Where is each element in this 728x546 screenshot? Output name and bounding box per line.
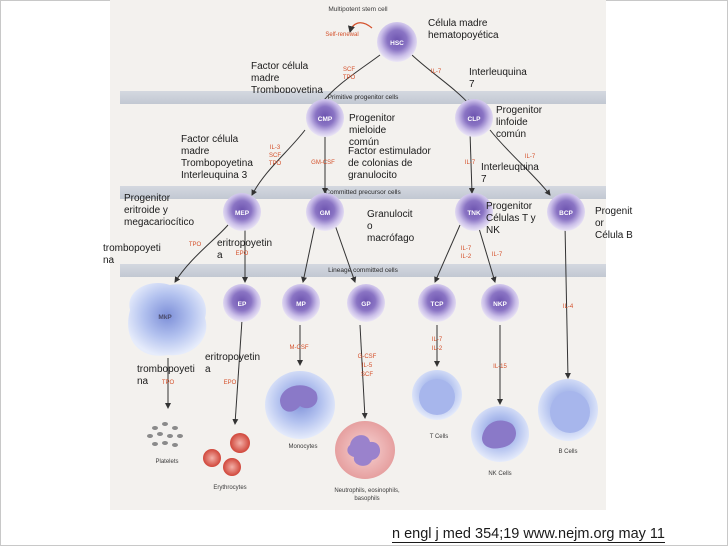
cell-hsc (377, 22, 417, 62)
caption-platelets: Platelets (155, 459, 178, 465)
nk-cell (471, 406, 529, 462)
cell-gm (306, 193, 344, 231)
cell-mep (223, 193, 261, 231)
progenitor-cells: HSC CMP CLP MEP GM TNK BCP MkP EP MP GP … (128, 22, 585, 356)
factor-tpo-d: TPO (162, 380, 175, 386)
cytokine-labels: SCF TPO IL-7 IL-3 SCF TPO GM-CSF IL-7 IL… (162, 67, 574, 386)
platelets (147, 422, 183, 447)
factor-tpo: TPO (343, 75, 356, 81)
band-primitive: Primitive progenitor cells (120, 91, 606, 104)
factor-il7-e: IL-7 (461, 246, 472, 252)
cell-label-gm: GM (320, 210, 330, 217)
caption-bcells: B Cells (558, 449, 577, 455)
factor-tpo-b: TPO (269, 161, 282, 167)
cell-megakaryocyte (128, 282, 207, 356)
cell-label-nkp: NKP (493, 301, 507, 308)
factor-gcsf: G-CSF (358, 354, 377, 360)
factor-il7-c: IL-7 (525, 154, 536, 160)
factor-il2-a: IL-2 (461, 254, 472, 260)
cell-label-gp: GP (361, 301, 371, 308)
factor-il15: IL-15 (493, 364, 507, 370)
factor-mcsf: M-CSF (290, 345, 309, 351)
factor-gmcsf: GM-CSF (311, 160, 335, 166)
cell-tnk (455, 193, 493, 231)
self-renewal-label: Self-renewal (325, 32, 358, 38)
cell-nkp (481, 284, 519, 322)
cell-clp (455, 99, 493, 137)
caption-monocytes: Monocytes (288, 444, 317, 450)
factor-scf: SCF (343, 67, 355, 73)
cell-label-tcp: TCP (431, 301, 445, 308)
cell-label-tnk: TNK (467, 210, 481, 217)
factor-il7-a: IL-7 (431, 69, 442, 75)
cell-gp (347, 284, 385, 322)
caption-nkcells: NK Cells (488, 471, 511, 477)
mature-cells (147, 370, 598, 479)
cell-cmp (306, 99, 344, 137)
cell-mp (282, 284, 320, 322)
cell-label-clp: CLP (468, 116, 482, 123)
factor-il2-b: IL-2 (432, 346, 443, 352)
band-lineage: Lineage committed cells (120, 264, 606, 277)
b-cell (538, 379, 598, 441)
t-cell (412, 370, 462, 420)
cell-label-bcp: BCP (559, 210, 573, 217)
cell-label-ep: EP (238, 301, 247, 308)
self-renewal-arrow (347, 22, 373, 34)
factor-il4: IL-4 (563, 304, 574, 310)
monocyte (265, 371, 335, 439)
caption-erythrocytes: Erythrocytes (213, 485, 246, 491)
factor-scf-b: SCF (269, 153, 281, 159)
cell-label-mep: MEP (235, 210, 250, 217)
cell-label-mk: MkP (158, 314, 172, 321)
factor-il7-f: IL-7 (432, 337, 443, 343)
cell-label-mp: MP (296, 301, 306, 308)
cell-label-cmp: CMP (318, 116, 333, 123)
erythrocytes (203, 433, 250, 476)
citation: n engl j med 354;19 www.nejm.org may 11 (392, 526, 665, 543)
caption-basophils: basophils (354, 496, 379, 502)
neutrophil (335, 421, 395, 479)
factor-tpo-c: TPO (189, 242, 202, 248)
factor-epo-b: EPO (224, 380, 237, 386)
factor-il7-d: IL-7 (492, 252, 503, 258)
outcome-captions: Platelets Erythrocytes Monocytes Neutrop… (155, 434, 577, 502)
factor-il7-b: IL-7 (465, 160, 476, 166)
multipotent-title: Multipotent stem cell (328, 6, 388, 13)
cell-tcp (418, 284, 456, 322)
cell-ep (223, 284, 261, 322)
factor-il3: IL-3 (270, 145, 281, 151)
cell-label-hsc: HSC (390, 40, 404, 47)
cell-bcp (547, 193, 585, 231)
caption-tcells: T Cells (430, 434, 449, 440)
factor-epo-a: EPO (236, 251, 249, 257)
factor-scf-c: SCF (361, 372, 373, 378)
caption-neutrophils: Neutrophils, eosinophils, (334, 488, 400, 494)
factor-il5: IL-5 (362, 363, 373, 369)
